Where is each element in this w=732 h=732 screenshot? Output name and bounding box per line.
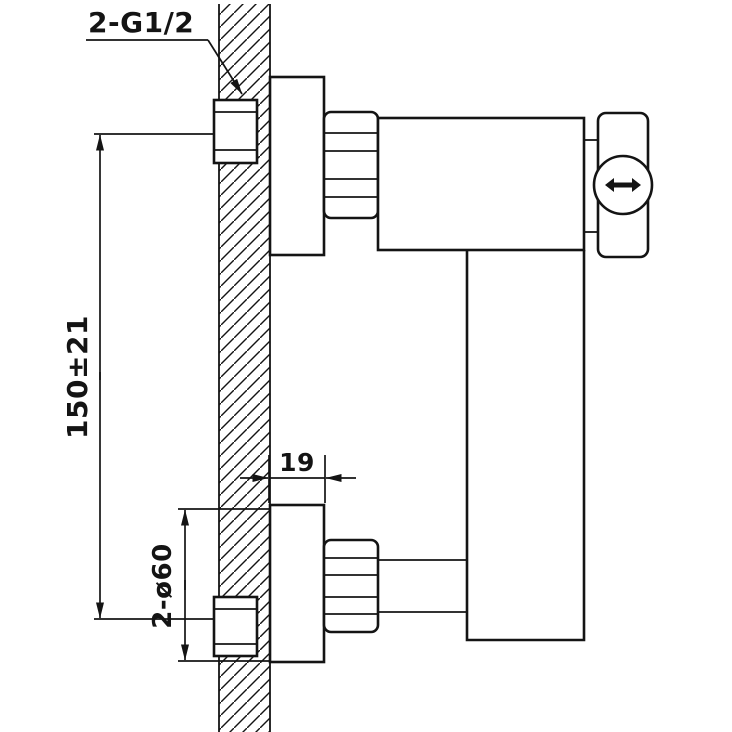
bottom-hex-nut: [322, 538, 380, 634]
top-escutcheon-plate: [268, 75, 326, 257]
thread-callout-label: 2-G1/2: [88, 6, 194, 39]
leader-line: [207, 39, 243, 95]
bottom-outlet-assembly: [212, 503, 380, 664]
dimension-label-60: 2-ø60: [148, 543, 178, 628]
dimension-center-distance: 150±21: [61, 133, 215, 620]
top-inlet-assembly: [212, 75, 380, 257]
top-hex-nut: [322, 110, 380, 220]
down-tube: [465, 250, 586, 642]
thread-callout-leader: 2-G1/2: [86, 6, 243, 95]
dimension-flange-diameter: 2-ø60: [148, 508, 269, 662]
dimension-label-19: 19: [279, 448, 315, 477]
bottom-wall-nut: [212, 595, 259, 658]
bottom-escutcheon-plate: [268, 503, 326, 664]
top-wall-nut: [212, 98, 259, 165]
dimension-escutcheon-depth: 19: [240, 448, 356, 503]
mixer-body: [376, 116, 586, 252]
dimension-label-150: 150±21: [61, 315, 94, 439]
mixer-body-group: [376, 116, 586, 642]
handle-assembly: [584, 111, 654, 259]
left-right-arrow-icon: [605, 178, 641, 192]
